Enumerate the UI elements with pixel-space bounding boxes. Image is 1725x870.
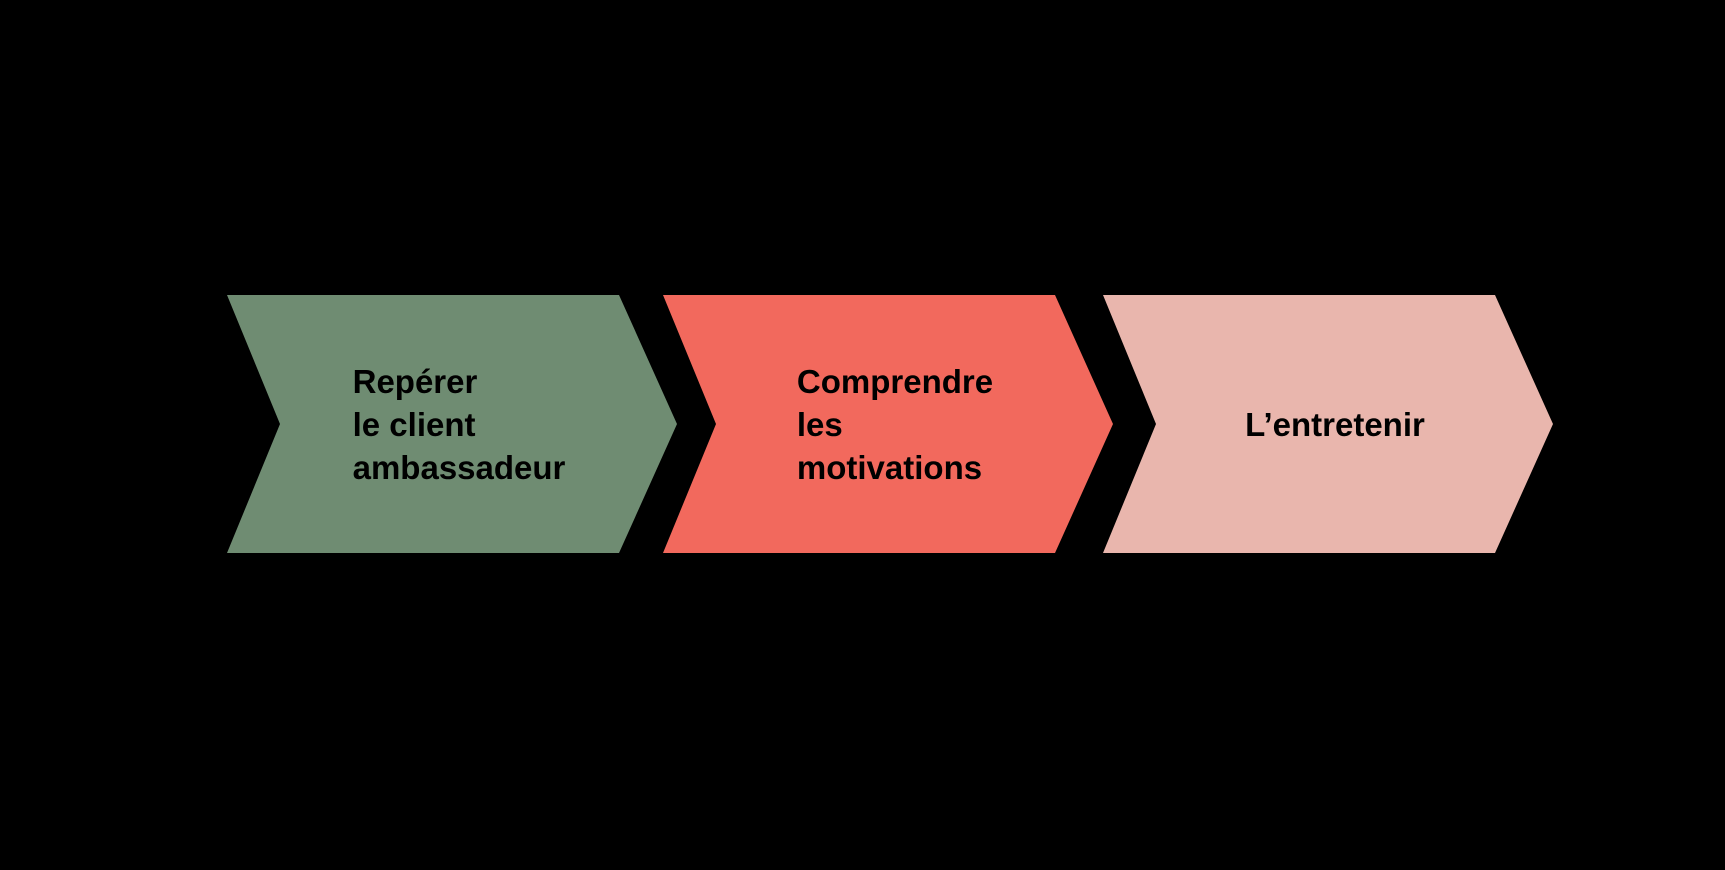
step-2-label: Comprendre les motivations xyxy=(796,362,994,486)
chevron-step-1: Repérer le client ambassadeur xyxy=(227,295,677,553)
chevron-step-2: Comprendre les motivations xyxy=(663,295,1113,553)
step-1-label: Repérer le client ambassadeur xyxy=(352,362,566,486)
chevron-step-3: L’entretenir xyxy=(1103,295,1553,553)
step-3-label: L’entretenir xyxy=(1245,405,1425,443)
